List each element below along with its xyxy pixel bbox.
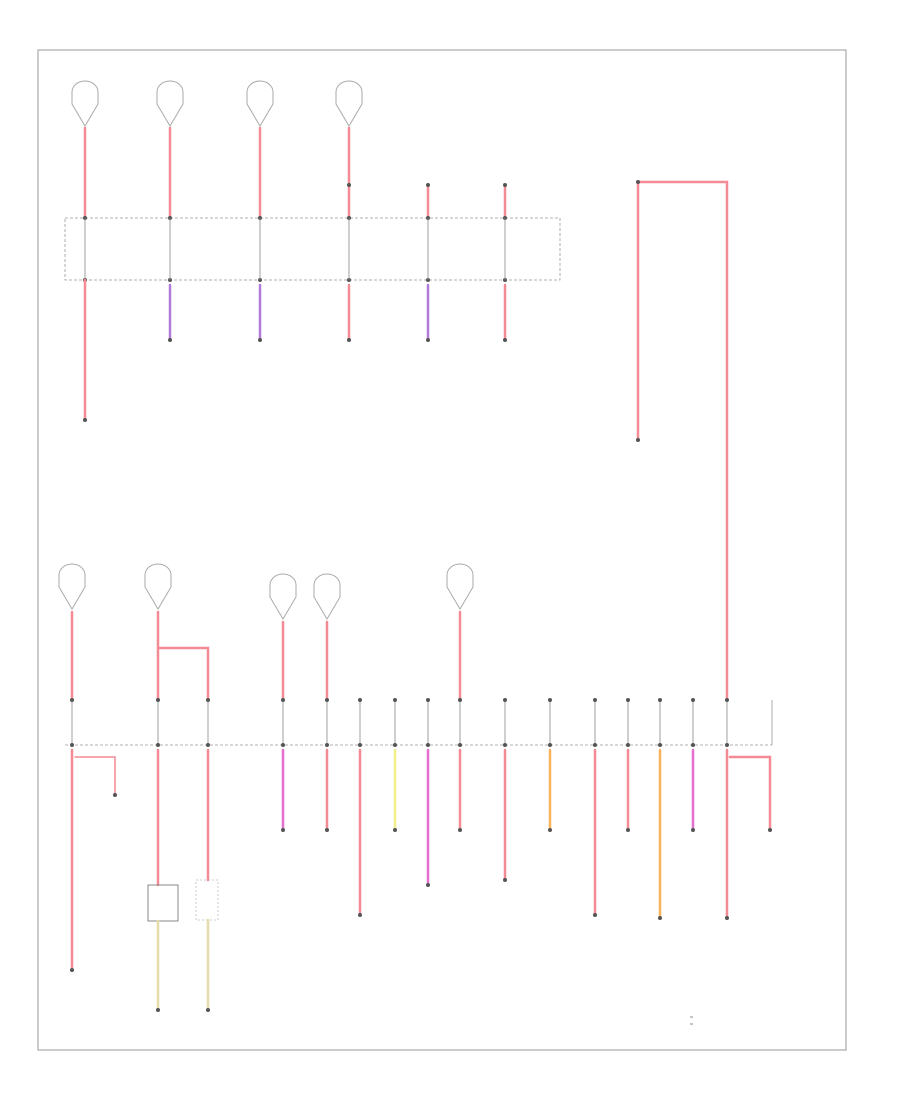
power-source-5 xyxy=(58,563,86,610)
power-source-8 xyxy=(313,573,341,620)
bottom-power-sources xyxy=(58,563,474,620)
bottom-output-terminals xyxy=(70,793,772,972)
upper-fuse-box xyxy=(64,217,561,281)
top-output-terminals xyxy=(83,338,507,422)
power-source-6 xyxy=(144,563,172,610)
power-source-3 xyxy=(246,80,274,127)
relay-component-2 xyxy=(195,879,219,921)
top-junction-dots xyxy=(83,183,507,282)
ground-wires xyxy=(156,918,210,1012)
bottom-output-wires xyxy=(70,748,772,972)
bottom-fuse-lines xyxy=(71,700,728,745)
power-source-4 xyxy=(335,80,363,127)
right-main-wire xyxy=(636,180,729,702)
legend xyxy=(690,1016,693,1025)
power-source-2 xyxy=(156,80,184,127)
power-source-1 xyxy=(71,80,99,127)
ground-terminals xyxy=(156,1008,210,1012)
relay-box xyxy=(147,884,179,922)
bottom-junction-dots xyxy=(70,698,729,747)
power-source-7 xyxy=(269,573,297,620)
top-power-sources xyxy=(71,80,363,127)
diagram-frame xyxy=(37,49,847,1051)
top-feed-wires xyxy=(83,126,507,220)
bottom-feed-wires xyxy=(70,610,462,702)
power-source-9 xyxy=(446,563,474,610)
top-output-wires xyxy=(83,278,507,422)
right-terminal xyxy=(636,438,640,442)
top-fuse-lines xyxy=(84,218,506,280)
